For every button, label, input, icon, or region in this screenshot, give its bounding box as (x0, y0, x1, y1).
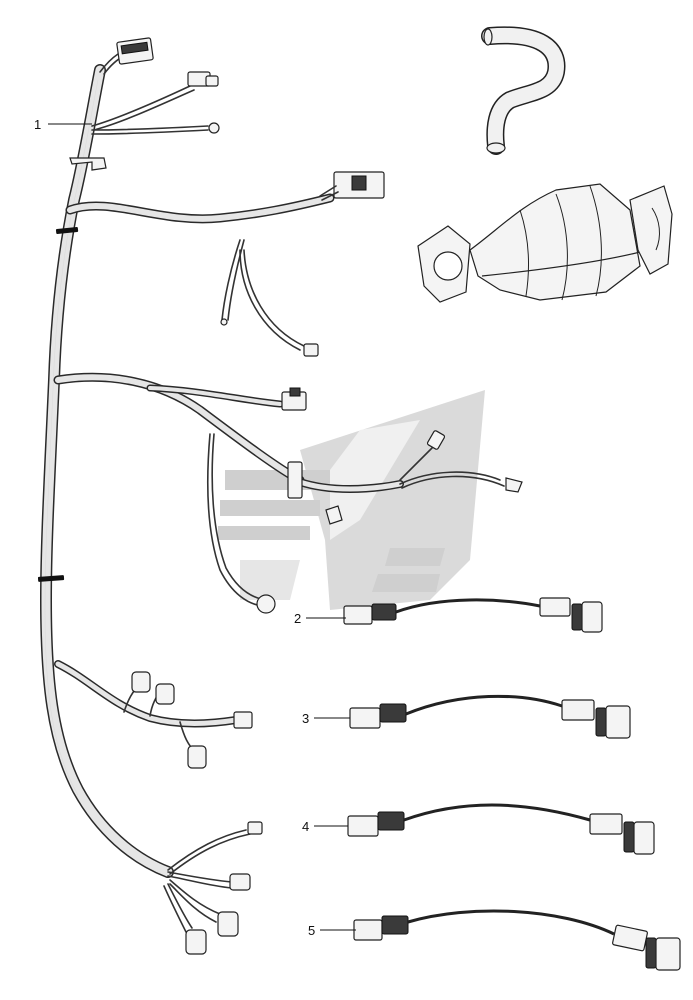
callout-label-3: 3 (302, 711, 309, 726)
oxygen-sensor-2 (343, 597, 603, 633)
callout-label-1: 1 (34, 117, 41, 132)
oxygen-sensor-5 (353, 909, 681, 971)
callout-label-5: 5 (308, 923, 315, 938)
hose (481, 26, 566, 155)
catalytic-converter (417, 183, 673, 303)
oxygen-sensor-4 (347, 803, 655, 855)
callouts: 1 2 3 4 5 (34, 117, 356, 938)
logo-watermark (218, 390, 485, 610)
callout-label-2: 2 (294, 611, 301, 626)
callout-label-4: 4 (302, 819, 309, 834)
engine-wiring-harness (37, 37, 523, 955)
oxygen-sensor-3 (349, 694, 631, 739)
